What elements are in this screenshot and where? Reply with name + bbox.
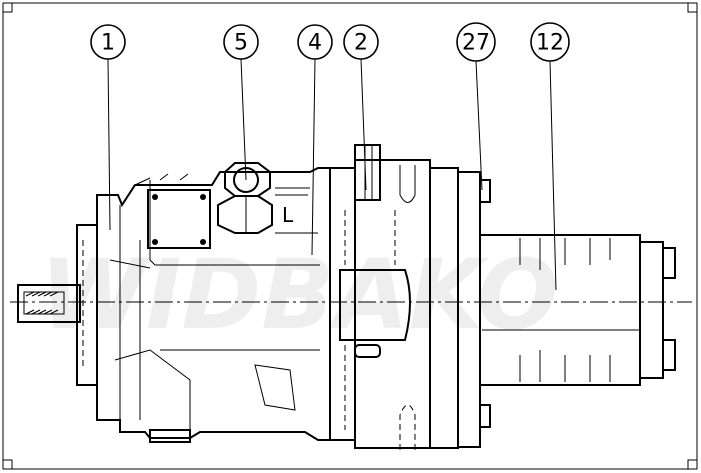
valve-bore <box>339 269 411 341</box>
svg-text:27: 27 <box>462 31 490 56</box>
balloon-5: 5 <box>223 24 259 60</box>
cover-screws <box>152 194 206 245</box>
port-label-L: L <box>282 203 294 227</box>
svg-text:2: 2 <box>354 31 368 56</box>
pump-housing <box>96 167 331 441</box>
corner-marks <box>3 3 697 469</box>
balloon-12: 12 <box>530 22 570 62</box>
svg-text:4: 4 <box>308 31 322 56</box>
cap-nut-bottom <box>662 339 676 371</box>
end-cap <box>639 241 664 379</box>
balloon-4: 4 <box>297 24 333 60</box>
port-fitting <box>217 162 318 234</box>
svg-text:5: 5 <box>234 31 248 56</box>
balloon-2: 2 <box>343 24 379 60</box>
watermark: WIDBAKO <box>40 239 559 351</box>
flange-bolt-bottom <box>479 404 491 428</box>
svg-text:12: 12 <box>536 31 564 56</box>
balloon-1: 1 <box>90 24 126 60</box>
cap-nut-top <box>662 247 676 279</box>
leader-lines <box>107 58 557 291</box>
flange-bolt-top <box>479 179 491 203</box>
cover-plate <box>147 189 211 249</box>
drive-shaft <box>17 284 81 323</box>
top-bolt <box>354 144 381 201</box>
svg-text:1: 1 <box>101 31 115 56</box>
balloon-27: 27 <box>456 22 496 62</box>
housing-foot <box>149 429 191 443</box>
